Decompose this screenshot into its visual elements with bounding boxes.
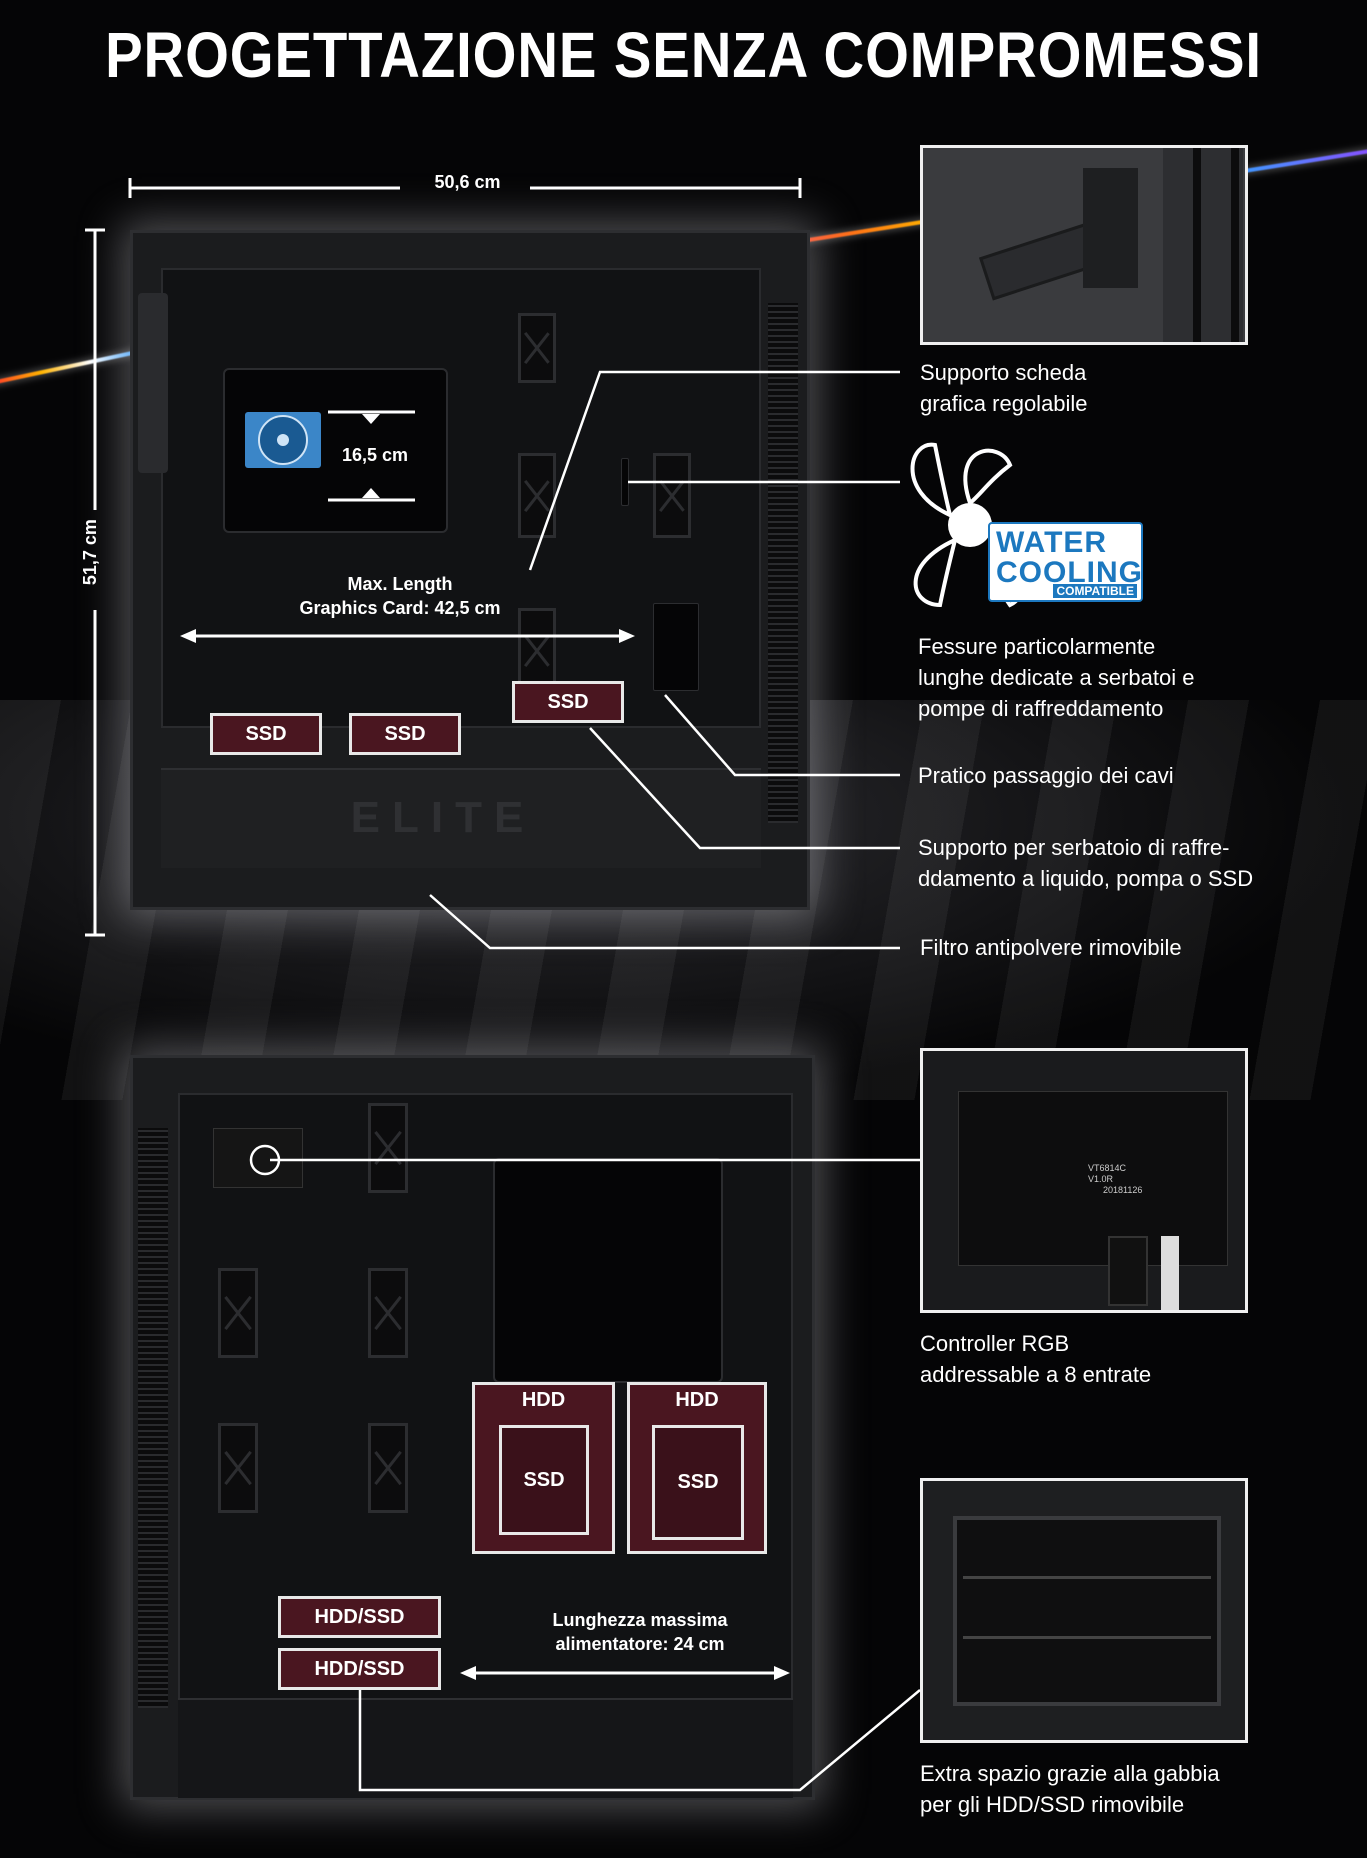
connector-cable: [1108, 1236, 1148, 1306]
callout-reservoir-slots: Fessure particolarmente lunghe dedicate …: [918, 631, 1194, 724]
grommet: [218, 1423, 258, 1513]
psu-shroud-back: [178, 1698, 793, 1798]
callout-line: pompe di raffreddamento: [918, 696, 1164, 721]
grommet: [368, 1103, 408, 1193]
grommet: [368, 1268, 408, 1358]
logo-word-compatible: COMPATIBLE: [1053, 584, 1137, 598]
fan-left: [138, 293, 168, 473]
cpu-backplate-cutout: [493, 1158, 723, 1383]
fan-graphic: [258, 415, 308, 465]
cage-tray: [963, 1636, 1211, 1639]
rgb-controller-board: [213, 1128, 303, 1188]
ssd-tag: SSD: [349, 713, 461, 755]
support-arm: [1083, 168, 1138, 288]
callout-pump-support: Supporto per serbatoio di raffre- ddamen…: [918, 832, 1253, 894]
gpu-length-line1: Max. Length: [347, 574, 453, 594]
hdd-label: HDD: [675, 1389, 719, 1411]
callout-line: grafica regolabile: [920, 391, 1088, 416]
rear-vent-left: [138, 1128, 168, 1708]
callout-line: ddamento a liquido, pompa o SSD: [918, 866, 1254, 891]
gpu-length-line2: Graphics Card: 42,5 cm: [299, 598, 501, 619]
grommet: [518, 453, 556, 538]
grommet: [218, 1268, 258, 1358]
grommet: [368, 1423, 408, 1513]
psu-length-label: Lunghezza massima alimentatore: 24 cm: [510, 1608, 770, 1657]
grommet: [653, 453, 691, 538]
reservoir-slot: [653, 603, 699, 691]
hdd-ssd-tag: HDD/SSD: [278, 1596, 441, 1638]
water-cooling-logo: WATER COOLING COMPATIBLE: [988, 522, 1143, 602]
controller-pcb: [958, 1091, 1228, 1266]
ssd-label: SSD: [652, 1425, 744, 1540]
cooler-height-label: 16,5 cm: [341, 445, 409, 465]
ssd-tag: SSD: [210, 713, 322, 755]
hdd-bay-left: HDD SSD: [472, 1382, 615, 1554]
hdd-label: HDD: [521, 1389, 566, 1411]
gpu-support-photo: [920, 145, 1248, 345]
logo-word-water: WATER: [996, 526, 1108, 559]
width-dimension: 50,6 cm: [434, 172, 501, 192]
callout-cable-routing: Pratico passaggio dei cavi: [918, 760, 1174, 791]
brand-panel-logo: ELITE: [350, 793, 536, 842]
callout-line: per gli HDD/SSD rimovibile: [920, 1792, 1185, 1817]
callout-hdd-cage: Extra spazio grazie alla gabbia per gli …: [920, 1758, 1220, 1820]
page-title: PROGETTAZIONE SENZA COMPROMESSI: [105, 19, 1262, 91]
callout-line: Controller RGB: [920, 1331, 1070, 1356]
callout-line: Supporto scheda: [920, 360, 1087, 385]
psu-shroud: [161, 768, 761, 868]
board-rev-text: V1.0R: [1088, 1174, 1114, 1184]
psu-length-line2: alimentatore: 24 cm: [555, 1634, 725, 1655]
callout-line: Filtro antipolvere rimovibile: [920, 935, 1182, 960]
panel-slots: [1163, 148, 1243, 342]
cpu-cooler-icon: [245, 412, 321, 468]
rgb-controller-photo: VT6814C V1.0R 20181126: [920, 1048, 1248, 1313]
cage-frame: [953, 1516, 1221, 1706]
ssd-label: SSD: [499, 1425, 589, 1535]
psu-length-line1: Lunghezza massima: [552, 1610, 728, 1630]
callout-gpu-support: Supporto scheda grafica regolabile: [920, 357, 1088, 419]
callout-rgb-controller: Controller RGB addressable a 8 entrate: [920, 1328, 1151, 1390]
board-date-text: 20181126: [1103, 1185, 1143, 1195]
hdd-bay-right: HDD SSD: [627, 1382, 767, 1554]
callout-line: Extra spazio grazie alla gabbia: [920, 1761, 1220, 1786]
logo-word-cooling: COOLING: [996, 556, 1143, 589]
case-front-view: ELITE: [130, 230, 810, 910]
cage-tray: [963, 1576, 1211, 1579]
ssd-tag: SSD: [512, 681, 624, 723]
gpu-length-label: Max. Length Graphics Card: 42,5 cm: [280, 572, 520, 621]
callout-line: addressable a 8 entrate: [920, 1362, 1152, 1387]
front-vent-right: [768, 303, 798, 823]
hdd-ssd-tag: HDD/SSD: [278, 1648, 441, 1690]
callout-line: Fessure particolarmente: [918, 634, 1156, 659]
callout-dust-filter: Filtro antipolvere rimovibile: [920, 932, 1182, 963]
callout-line: lunghe dedicate a serbatoi e: [918, 665, 1195, 690]
hdd-cage-photo: [920, 1478, 1248, 1743]
board-chip-text: VT6814C: [1088, 1163, 1127, 1173]
grommet: [518, 313, 556, 383]
callout-line: Pratico passaggio dei cavi: [918, 763, 1174, 788]
callout-line: Supporto per serbatoio di raffre-: [918, 835, 1230, 860]
white-cable: [1161, 1236, 1179, 1310]
